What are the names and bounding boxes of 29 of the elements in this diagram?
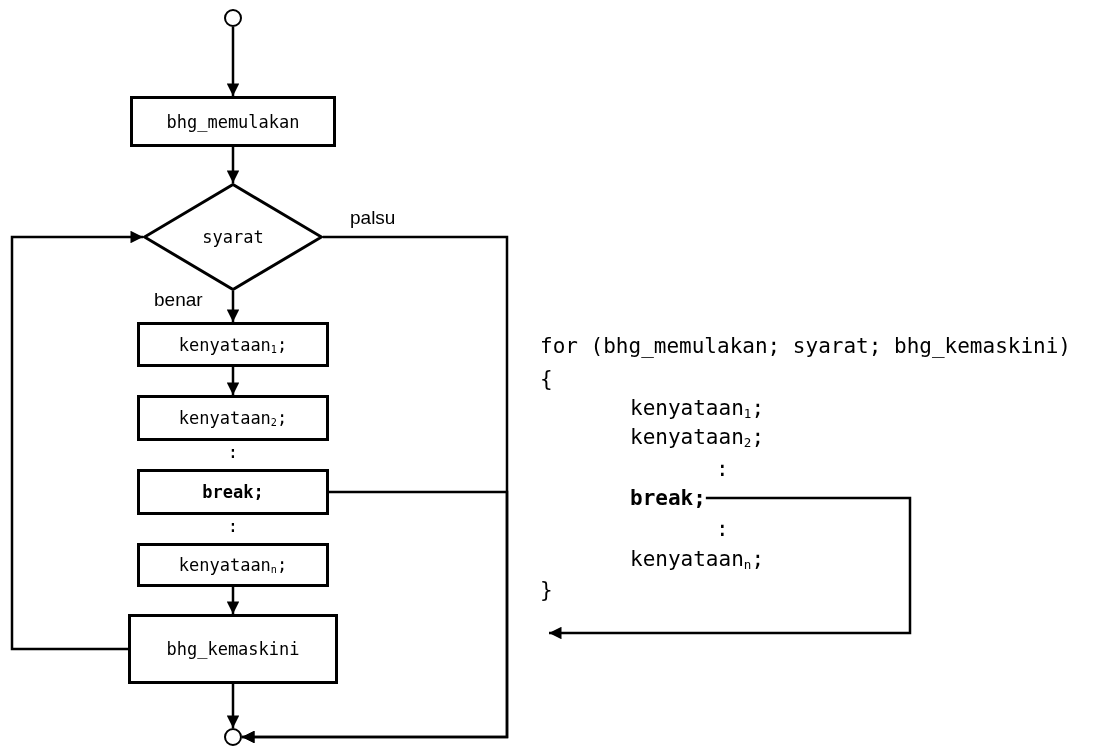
end-circle (224, 728, 242, 746)
arrow (226, 27, 240, 96)
code-line: : (716, 517, 729, 541)
continuation-dots: : (227, 515, 239, 536)
arrow (226, 587, 240, 614)
condition-text: syarat (202, 227, 264, 247)
process-box: bhg_memulakan (130, 96, 336, 147)
arrow (549, 496, 912, 640)
process-box: bhg_kemaskini (128, 614, 338, 684)
arrow (226, 291, 240, 322)
process-box: kenyataan$_{n}$; (137, 543, 329, 587)
arrow (242, 490, 509, 744)
code-line: kenyataan$_{n}$; (630, 547, 765, 571)
code-line: kenyataan$_{1}$; (630, 396, 765, 420)
code-line: break; (630, 486, 706, 510)
process-box: kenyataan$_{2}$; (137, 395, 329, 441)
code-line: : (716, 457, 729, 481)
arrow (226, 684, 240, 728)
continuation-dots: : (227, 441, 239, 462)
code-line: kenyataan$_{2}$; (630, 425, 765, 449)
process-box: kenyataan$_{1}$; (137, 322, 329, 367)
code-line: } (540, 578, 553, 602)
arrow (10, 230, 143, 651)
start-circle (224, 9, 242, 27)
arrow (226, 367, 240, 395)
code-line: for (bhg_memulakan; syarat; bhg_kemaskini) (540, 334, 1071, 358)
arrow (226, 147, 240, 183)
process-box: break; (137, 469, 329, 515)
code-line: { (540, 367, 553, 391)
